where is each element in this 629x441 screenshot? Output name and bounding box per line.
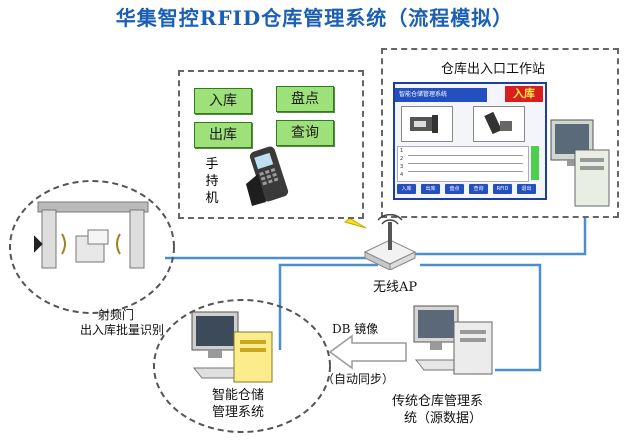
handheld-button-outbound[interactable]: 出库: [194, 122, 252, 148]
handheld-button-inbound[interactable]: 入库: [194, 88, 252, 114]
ap-legacy-line: [420, 263, 542, 372]
item-image-2: [473, 106, 525, 142]
legacy-system-computer-icon: [413, 305, 493, 375]
handheld-label: 手持机: [205, 157, 219, 206]
toolbar-button-inventory[interactable]: 盘点: [445, 184, 464, 194]
toolbar-button-query[interactable]: 查询: [469, 184, 488, 194]
handheld-box: 入库 盘点 出库 查询 手持机: [178, 70, 364, 219]
toolbar-button-inbound[interactable]: 入库: [397, 184, 416, 194]
list-item: 1: [400, 148, 404, 154]
mirror-arrow: [328, 334, 407, 370]
list-item: 3: [400, 164, 404, 170]
mirror-label: DB 镜像: [332, 322, 379, 336]
workstation-box: 仓库出入口工作站 智能仓储管理系统 入库 1 2 3 4 入库 出库 盘点 查询: [381, 48, 619, 218]
wireless-ap-icon: [363, 214, 417, 270]
toolbar-button-outbound[interactable]: 出库: [421, 184, 440, 194]
smart-circle: [153, 299, 331, 433]
ap-smart-line: [278, 263, 378, 350]
toolbar-button-rfid[interactable]: RFID: [493, 184, 512, 194]
item-list: 1 2 3 4: [397, 146, 529, 182]
item-image-1: [401, 106, 453, 142]
sync-label: （自动同步）: [322, 372, 395, 386]
screen-action-label[interactable]: 入库: [505, 86, 543, 102]
scrollbar[interactable]: [531, 146, 539, 180]
page-title: 华集智控RFID仓库管理系统（流程模拟）: [115, 6, 514, 30]
legacy-label-2: 统（源数据）: [404, 411, 483, 426]
screen-title-bar: 智能仓储管理系统: [395, 88, 487, 102]
workstation-screen: 智能仓储管理系统 入库 1 2 3 4 入库 出库 盘点 查询 RFID 退出: [393, 82, 547, 200]
handheld-device-icon: [246, 146, 289, 206]
ap-label: 无线AP: [373, 280, 418, 295]
list-item: 2: [400, 156, 404, 162]
smart-label-1: 智能仓储: [212, 388, 265, 403]
legacy-label-1: 传统仓库管理系: [392, 394, 484, 409]
workstation-title: 仓库出入口工作站: [441, 62, 546, 77]
ap-workstation-line: [407, 210, 587, 256]
rfid-gate-icon: [33, 201, 149, 269]
smart-label-2: 管理系统: [212, 405, 265, 420]
handheld-button-query[interactable]: 查询: [276, 120, 334, 146]
smart-system-computer-icon: [191, 311, 273, 383]
toolbar-button-exit[interactable]: 退出: [517, 184, 536, 194]
gate-label-1: 射频门: [98, 308, 135, 322]
list-item: 4: [400, 172, 404, 178]
gate-circle: [9, 180, 175, 314]
workstation-computer-icon: [550, 119, 610, 207]
handheld-button-inventory[interactable]: 盘点: [276, 86, 334, 112]
gate-label-2: 出入库批量识别: [80, 323, 165, 337]
